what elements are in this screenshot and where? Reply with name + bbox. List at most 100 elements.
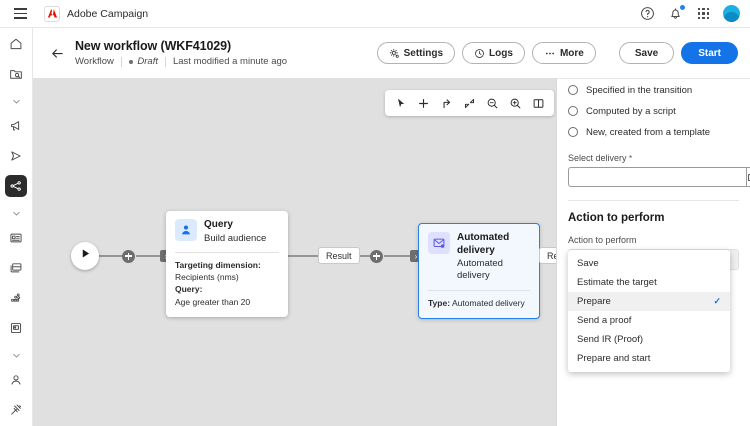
picker-search-icon[interactable]	[746, 167, 750, 187]
sidebar-item-profiles[interactable]	[5, 369, 27, 391]
wire-plus2-to-delivery	[384, 255, 416, 257]
sidebar-item-campaigns[interactable]	[5, 115, 27, 137]
delivery-prop-1-label: Type:	[428, 297, 451, 308]
delivery-node-prop-1: Type: Automated delivery	[428, 297, 530, 309]
delivery-prop-1-value: Automated delivery	[451, 297, 525, 308]
dropdown-option-prepare-and-start[interactable]: Prepare and start	[577, 353, 651, 364]
radio-icon-2	[568, 106, 578, 116]
add-activity-button-1[interactable]	[122, 249, 135, 263]
dropdown-option-estimate-the-target[interactable]: Estimate the target	[577, 277, 657, 288]
brand-name: Adobe Campaign	[67, 7, 149, 20]
workflow-title-block: New workflow (WKF41029) Workflow Draft L…	[75, 39, 287, 67]
radio-icon-3	[568, 127, 578, 137]
bell-icon[interactable]	[667, 4, 686, 22]
settings-button[interactable]: Settings	[376, 42, 456, 64]
query-prop-1-label: Targeting dimension:	[175, 259, 261, 270]
check-icon: ✓	[713, 296, 721, 306]
sidebar-item-landing-pages[interactable]	[5, 227, 27, 249]
play-icon	[79, 247, 92, 265]
automated-delivery-node[interactable]: Automated delivery Automated delivery Ty…	[418, 223, 540, 319]
automated-delivery-icon	[428, 232, 450, 254]
sidebar-collapse-1-chevron-down-icon[interactable]	[5, 93, 27, 109]
sidebar-item-workflows[interactable]	[5, 175, 27, 197]
sidebar-item-explore[interactable]	[5, 63, 27, 85]
book-icon[interactable]	[528, 93, 549, 114]
dropdown-option-save[interactable]: Save	[577, 258, 599, 269]
logs-button[interactable]: Logs	[462, 42, 525, 64]
add-activity-button-2[interactable]	[370, 249, 383, 263]
workflow-meta: Workflow Draft Last modified a minute ag…	[75, 56, 287, 67]
panel-divider-top	[557, 78, 750, 79]
radio-specified-in-transition[interactable]: Specified in the transition	[568, 80, 739, 100]
radio-label-2: Computed by a script	[586, 105, 676, 117]
panel-content: Specified in the transition Computed by …	[557, 80, 750, 270]
meta-divider-2	[164, 56, 166, 67]
action-to-perform-dropdown[interactable]: Save Estimate the target Prepare ✓ Send …	[568, 250, 730, 372]
query-user-icon	[175, 219, 197, 241]
query-prop-1-value: Recipients (nms)	[175, 272, 239, 283]
meta-divider-1	[120, 56, 122, 67]
transition-label-result-2[interactable]: Resu	[539, 247, 556, 264]
radio-label-3: New, created from a template	[586, 126, 711, 138]
app-grid-icon[interactable]	[695, 5, 712, 22]
query-node-divider	[175, 251, 279, 253]
help-circle-icon[interactable]	[639, 5, 656, 22]
zoom-out-icon[interactable]	[482, 93, 503, 114]
start-button[interactable]: Start	[681, 42, 738, 64]
dropdown-option-prepare[interactable]: Prepare ✓	[568, 292, 730, 311]
sidebar-item-deliveries[interactable]	[5, 145, 27, 167]
status-badge: Draft	[128, 56, 158, 67]
fit-screen-icon[interactable]	[459, 93, 480, 114]
wire-plus1-to-query	[136, 255, 166, 257]
cursor-arrow-icon[interactable]	[390, 93, 411, 114]
dropdown-option-send-a-proof[interactable]: Send a proof	[577, 315, 632, 326]
delivery-node-divider	[428, 289, 530, 291]
topbar-actions	[639, 4, 750, 22]
sidebar-item-subscriptions[interactable]	[5, 399, 27, 421]
clock-icon	[474, 48, 485, 59]
sidebar-item-home[interactable]	[5, 33, 27, 55]
save-button[interactable]: Save	[618, 42, 675, 64]
last-modified-label: Last modified a minute ago	[172, 56, 288, 67]
dropdown-option-send-ir-proof[interactable]: Send IR (Proof)	[577, 334, 643, 345]
logs-button-label: Logs	[489, 47, 513, 59]
arrow-left-icon[interactable]	[47, 43, 67, 63]
query-node-subtitle: Build audience	[204, 232, 267, 244]
global-topbar: Adobe Campaign	[0, 0, 750, 28]
wire-start-to-plus1	[96, 255, 128, 257]
connector-arrow-icon[interactable]	[436, 93, 457, 114]
action-section-title: Action to perform	[568, 212, 665, 224]
delivery-node-title: Automated delivery	[457, 232, 510, 256]
canvas-toolbar	[385, 90, 554, 116]
select-delivery-row	[568, 167, 750, 187]
plus-icon[interactable]	[413, 93, 434, 114]
query-node[interactable]: Query Build audience Targeting dimension…	[166, 211, 288, 318]
select-delivery-label: Select delivery *	[568, 153, 633, 163]
more-button-label: More	[559, 47, 584, 59]
delivery-node-header: Automated delivery Automated delivery	[428, 232, 530, 283]
radio-new-from-template[interactable]: New, created from a template	[568, 122, 739, 142]
action-field-label: Action to perform	[568, 235, 637, 245]
workflow-start-node[interactable]	[71, 242, 99, 270]
query-prop-2-value: Age greater than 20	[175, 296, 251, 307]
more-button[interactable]: More	[531, 42, 596, 64]
adobe-logo-icon	[44, 5, 60, 22]
panel-divider-1	[568, 200, 739, 201]
query-node-title: Query	[204, 219, 233, 230]
workflow-flow: › Query Build audience Targeting dimensi…	[33, 78, 556, 426]
transition-label-result-1[interactable]: Result	[318, 247, 360, 264]
workflow-canvas[interactable]: › Query Build audience Targeting dimensi…	[33, 78, 556, 426]
select-delivery-input[interactable]	[568, 167, 746, 187]
radio-label-1: Specified in the transition	[586, 84, 693, 96]
sidebar-item-assets[interactable]	[5, 257, 27, 279]
sidebar-collapse-2-chevron-down-icon[interactable]	[5, 205, 27, 221]
sidebar-item-segments[interactable]	[5, 287, 27, 309]
ellipsis-icon	[544, 48, 556, 59]
hamburger-icon[interactable]	[6, 0, 34, 28]
user-avatar[interactable]	[723, 5, 740, 22]
sidebar-item-reports[interactable]	[5, 317, 27, 339]
sidebar-collapse-3-chevron-down-icon[interactable]	[5, 347, 27, 363]
wire-result1-to-plus2	[353, 255, 376, 257]
zoom-in-icon[interactable]	[505, 93, 526, 114]
radio-computed-by-script[interactable]: Computed by a script	[568, 101, 739, 121]
